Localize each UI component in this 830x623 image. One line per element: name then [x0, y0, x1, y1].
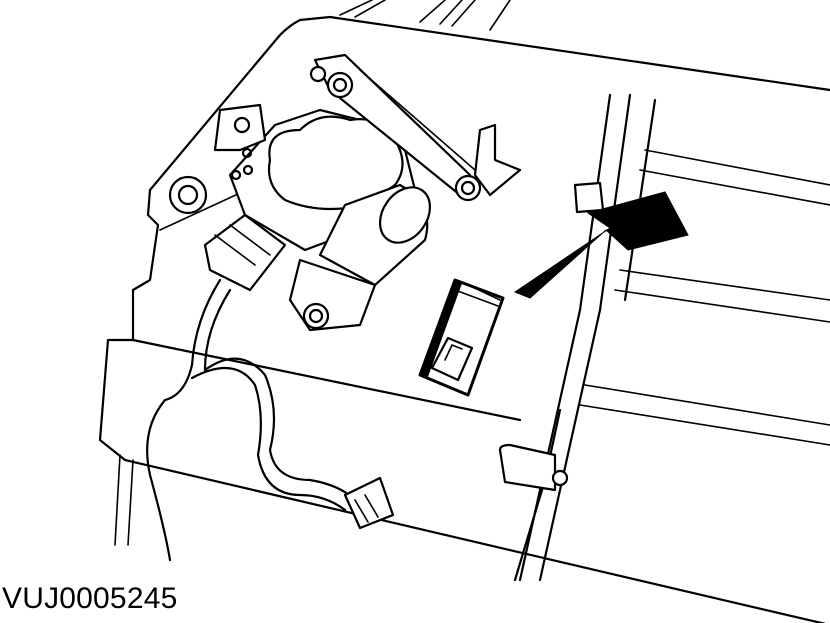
housing-panel	[98, 0, 830, 623]
frame-grid	[498, 93, 830, 582]
actuator-motor	[168, 53, 522, 332]
wiring-harness	[146, 278, 395, 562]
figure-id-label: VUJ0005245	[2, 582, 178, 615]
highlighted-component	[418, 278, 505, 397]
arrow-pointer-icon	[513, 191, 689, 299]
